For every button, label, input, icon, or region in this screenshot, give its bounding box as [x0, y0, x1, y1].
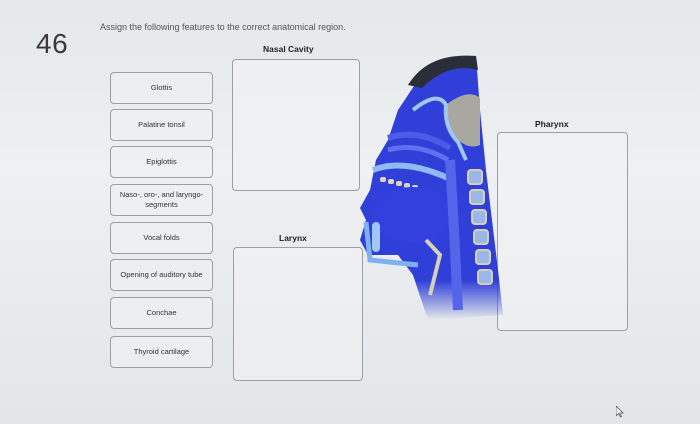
drop-zone-pharynx[interactable] — [497, 132, 628, 331]
head-sagittal-illustration — [358, 50, 508, 330]
drag-item-segments[interactable]: Naso-, oro-, and laryngo- segments — [110, 184, 213, 216]
instruction-text: Assign the following features to the cor… — [100, 22, 346, 32]
drop-zone-larynx[interactable] — [233, 247, 363, 381]
drop-zone-nasal-cavity[interactable] — [232, 59, 360, 191]
zone-label-larynx: Larynx — [279, 233, 307, 243]
drag-item-vocal-folds[interactable]: Vocal folds — [110, 222, 213, 254]
drag-item-glottis[interactable]: Glottis — [110, 72, 213, 104]
zone-label-nasal-cavity: Nasal Cavity — [263, 44, 314, 54]
drag-item-palatine-tonsil[interactable]: Palatine tonsil — [110, 109, 213, 141]
zone-label-pharynx: Pharynx — [535, 119, 569, 129]
mouse-cursor-icon — [615, 405, 624, 423]
drag-item-conchae[interactable]: Conchae — [110, 297, 213, 329]
question-number: 46 — [36, 28, 69, 59]
drag-item-auditory-tube[interactable]: Opening of auditory tube — [110, 259, 213, 291]
drag-item-epiglottis[interactable]: Epiglottis — [110, 146, 213, 178]
drag-item-thyroid-cartilage[interactable]: Thyroid cartilage — [110, 336, 213, 368]
